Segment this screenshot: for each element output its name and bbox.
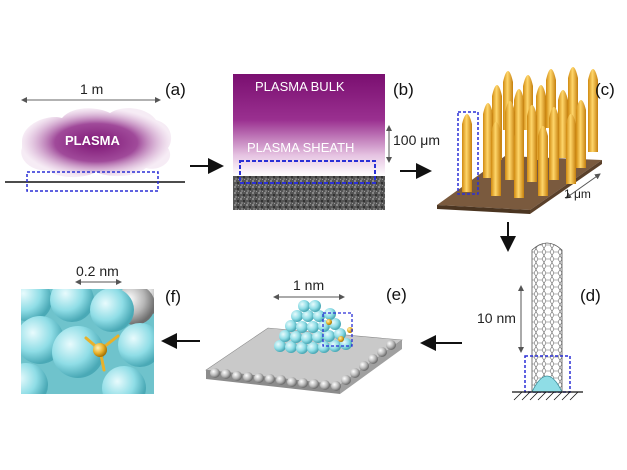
nanotube <box>549 107 559 180</box>
single-nanotube <box>531 242 563 393</box>
large-atoms <box>21 289 154 394</box>
panel-d-scale-label: 10 nm <box>477 310 516 326</box>
panel-b-scale-label: 100 μm <box>393 132 440 148</box>
nanotube <box>568 67 578 126</box>
panel-d-label: (d) <box>580 286 601 305</box>
panel-b-dashed-box <box>239 160 376 184</box>
panel-c-label: (c) <box>595 80 615 99</box>
nanotube <box>558 90 568 158</box>
panel-f-label: (f) <box>165 287 181 306</box>
carbon-atom <box>93 343 107 357</box>
nanotube <box>538 126 548 196</box>
panel-b: PLASMA BULK PLASMA SHEATH (b) 100 μm <box>233 74 440 210</box>
panel-f-scale-label: 0.2 nm <box>76 263 119 279</box>
panel-e: 1 nm (e) <box>205 277 407 394</box>
panel-a: 1 m (a) PLASMA <box>5 80 186 192</box>
substrate-edge <box>437 205 530 214</box>
panel-d: 10 nm (d) <box>477 242 601 401</box>
plasma-bulk-label: PLASMA BULK <box>255 79 345 94</box>
panel-f: 0.2 nm (f) <box>21 263 181 394</box>
panel-e-scale-label: 1 nm <box>293 277 324 293</box>
panel-e-label: (e) <box>386 285 407 304</box>
nanotube <box>566 114 576 184</box>
catalyst-cluster <box>274 300 352 354</box>
ground-hatching <box>513 391 579 401</box>
panel-c-scale-label: 1 μm <box>564 187 591 201</box>
panel-c: (c) 1 μm <box>437 67 615 214</box>
panel-a-label: (a) <box>165 80 186 99</box>
surface-region <box>233 176 385 210</box>
panel-d-dashed-box <box>524 355 571 393</box>
nanotube <box>505 101 515 180</box>
substrate-atoms <box>210 340 396 391</box>
nanotube <box>462 114 472 192</box>
nanotube-array <box>462 67 598 198</box>
plasma-bulk-region <box>233 74 385 176</box>
plasma-sheath-label: PLASMA SHEATH <box>247 140 354 155</box>
plasma-text: PLASMA <box>65 133 121 148</box>
nanotube <box>491 122 501 196</box>
nanotube <box>576 100 586 168</box>
nanotube <box>527 105 537 182</box>
panel-c-scale-bar <box>565 173 601 199</box>
panel-a-dashed-box <box>26 171 159 192</box>
nanotube <box>514 128 524 198</box>
plasma-cloud <box>21 108 172 178</box>
panel-a-scale-label: 1 m <box>80 81 103 97</box>
panel-e-dashed-box <box>322 312 353 347</box>
nanotube <box>588 69 598 152</box>
panel-c-dashed-box <box>457 111 479 195</box>
nanotube <box>483 103 493 178</box>
panel-b-label: (b) <box>393 80 414 99</box>
